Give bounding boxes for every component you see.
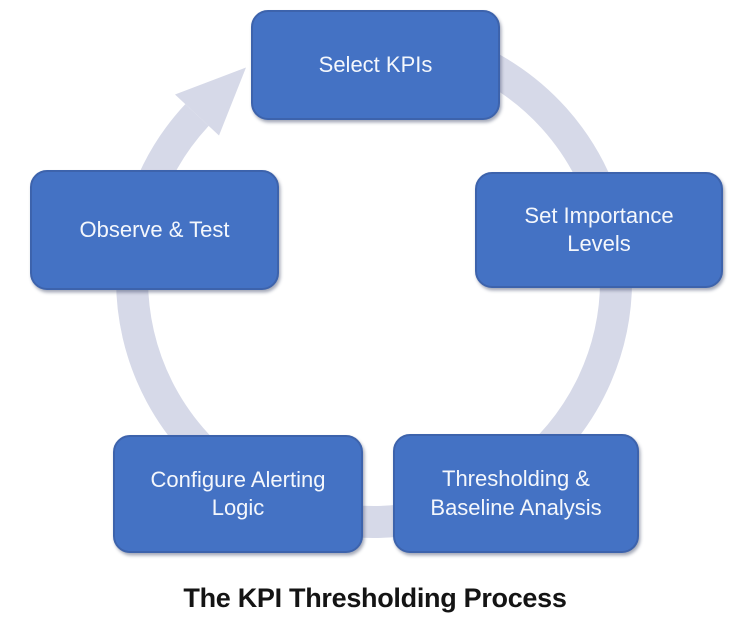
cycle-step-label: Set Importance Levels [524, 202, 674, 256]
cycle-step-observe-test: Observe & Test [30, 170, 279, 290]
cycle-step-select-kpis: Select KPIs [251, 10, 500, 120]
cycle-step-label: Observe & Test [79, 216, 230, 242]
cycle-step-configure-alerting-logic: Configure Alerting Logic [113, 435, 363, 553]
cycle-arrowhead-icon [175, 67, 246, 136]
cycle-step-thresholding-baseline-analysis: Thresholding & Baseline Analysis [393, 434, 639, 553]
cycle-step-label: Select KPIs [318, 51, 433, 77]
diagram-title: The KPI Thresholding Process [183, 583, 567, 613]
cycle-step-label: Thresholding & Baseline Analysis [430, 466, 602, 520]
cycle-step-label: Configure Alerting Logic [150, 466, 326, 520]
cycle-step-set-importance-levels: Set Importance Levels [475, 172, 723, 288]
